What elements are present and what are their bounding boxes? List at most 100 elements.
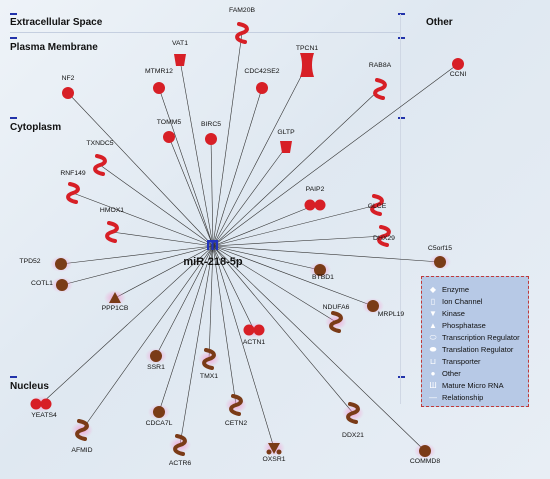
region-marker [398,376,405,378]
gene-helix-icon [373,78,387,100]
relationship-edge [212,245,337,323]
node-birc5[interactable]: BIRC5 [201,121,221,145]
region-marker [10,117,17,119]
relationship-edge [212,88,381,247]
node-mrpl19[interactable]: MRPL19 [362,298,404,318]
gene-circle-icon [56,279,68,291]
node-tpd52[interactable]: TPD52 [19,256,72,272]
node-txndc5[interactable]: TXNDC5 [86,140,114,176]
node-commd8[interactable]: COMMD8 [410,443,440,465]
node-label: SSR1 [147,364,165,371]
node-ppp1cb[interactable]: PPP1CB [102,290,129,312]
node-label: CDC42SE2 [244,68,279,75]
gene-helix-icon [93,154,107,176]
node-cotl1[interactable]: COTL1 [31,277,73,293]
node-label: RNF149 [60,170,86,177]
region-divider-vertical [400,14,401,404]
legend-label: Mature Micro RNA [442,381,504,390]
relationship-edge [61,245,214,286]
gene-helix-icon [75,419,89,441]
relationship-edge [212,245,374,307]
legend-item-relationship: —Relationship [428,392,483,403]
relationship-edge [212,146,287,247]
node-tomm5[interactable]: TOMM5 [157,119,182,143]
legend-label: Transporter [442,357,481,366]
legend-label: Phosphatase [442,321,486,330]
node-cdc42se2[interactable]: CDC42SE2 [244,68,280,94]
node-gltp[interactable]: GLTP [277,129,295,153]
hub-node[interactable]: miR-218-5p [183,240,243,268]
gene-circle-icon [55,258,67,270]
transcription-regulator-icon: ⬭ [429,332,437,342]
relationship-edge [114,245,214,299]
node-oxsr1[interactable]: OXSR1 [262,440,286,463]
node-dhx29[interactable]: DHX29 [373,225,395,247]
node-cetn2[interactable]: CETN2 [225,394,248,427]
relationship-edge [212,245,237,406]
node-ccni[interactable]: CCNI [450,58,467,78]
hub-label: miR-218-5p [183,256,243,268]
node-nf2[interactable]: NF2 [62,75,75,99]
gene-circle-icon [367,300,379,312]
relationship-edge [168,136,214,247]
node-label: TMX1 [200,373,218,380]
node-ssr1[interactable]: SSR1 [145,348,167,371]
node-mtmr12[interactable]: MTMR12 [145,68,173,94]
node-label: CCNI [450,71,467,78]
node-vat1[interactable]: VAT1 [172,40,188,66]
relationship-edge [212,245,441,263]
node-ddx21[interactable]: DDX21 [342,402,364,439]
translation-regulator-icon: ⬬ [429,344,437,354]
node-actr6[interactable]: ACTR6 [169,434,192,467]
node-label: ACTN1 [243,339,266,346]
region-marker [398,117,405,119]
node-label: VAT1 [172,40,188,47]
node-label: YEATS4 [31,412,57,419]
gene-helix-icon [202,348,216,370]
other-icon: ● [430,369,436,378]
node-label: GLCE [368,203,387,210]
relationship-edge [179,59,214,247]
node-label: TPD52 [19,258,40,265]
region-marker [10,376,17,378]
node-glce[interactable]: GLCE [368,194,387,216]
node-label: MRPL19 [378,311,405,318]
region-plasma-membrane-label: Plasma Membrane [10,42,98,53]
relationship-edge [212,245,426,452]
node-yeats4[interactable]: YEATS4 [30,396,57,419]
gene-helix-icon [66,182,80,204]
legend-item-ion-channel: ▯Ion Channel [428,296,483,307]
node-label: DDX21 [342,432,364,439]
node-hmox1[interactable]: HMOX1 [100,207,124,243]
node-paip2[interactable]: PAIP2 [304,186,326,211]
node-rab8a[interactable]: RAB8A [369,62,392,100]
relationship-edge [72,192,214,247]
node-cdca7l[interactable]: CDCA7L [146,404,173,427]
region-marker [398,37,405,39]
node-label: AFMID [71,447,92,454]
relationship-edge [208,245,214,360]
node-rnf149[interactable]: RNF149 [60,170,86,204]
relationship-edge [212,245,275,449]
legend-label: Enzyme [442,285,470,294]
node-btbd1[interactable]: BTBD1 [309,262,334,281]
node-c5orf15[interactable]: C5orf15 [428,245,452,270]
node-tpcn1[interactable]: TPCN1 [296,45,319,77]
node-afmid[interactable]: AFMID [71,419,93,454]
legend-label: Other [442,369,461,378]
relationship-edge [212,204,316,247]
legend-item-kinase: ▼Kinase [428,308,465,319]
node-ndufa6[interactable]: NDUFA6 [323,304,350,333]
node-label: COTL1 [31,280,53,287]
node-fam20b[interactable]: FAM20B [229,7,256,44]
micro-rna-icon [207,240,218,250]
gene-circle-icon [153,82,165,94]
gene-kinase-icon [266,443,282,455]
gene-circle-icon [205,133,217,145]
gene-helix-icon [105,221,119,243]
node-actn1[interactable]: ACTN1 [243,322,266,346]
gene-helix-icon [229,394,243,416]
node-tmx1[interactable]: TMX1 [198,348,220,380]
region-marker [10,37,17,39]
